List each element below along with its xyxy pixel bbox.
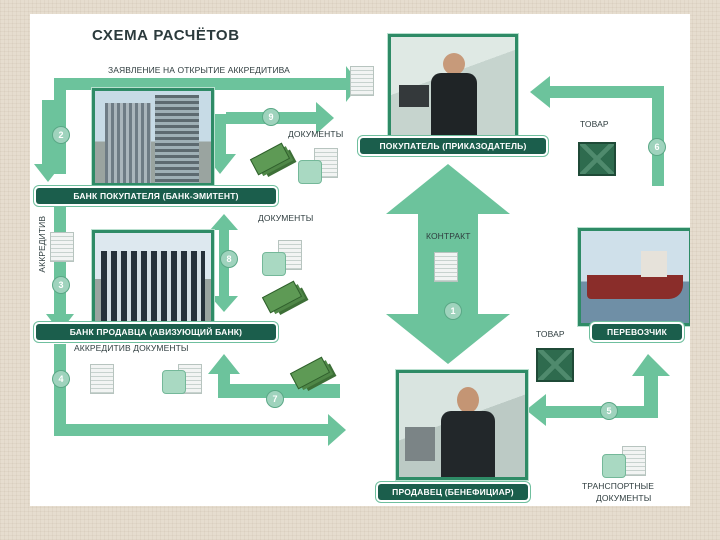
seal-icon (602, 454, 626, 478)
label-accreditive-docs: АККРЕДИТИВ ДОКУМЕНТЫ (74, 344, 189, 353)
diagram-panel: СХЕМА РАСЧЁТОВ ПОКУПАТЕЛЬ (ПРИКАЗОДАТЕЛЬ… (30, 14, 690, 506)
step-9: 9 (262, 108, 280, 126)
buyer-photo (388, 34, 518, 140)
step-4: 4 (52, 370, 70, 388)
cargo-box-icon (578, 142, 616, 176)
label-goods-1: ТОВАР (580, 120, 609, 129)
step-7: 7 (266, 390, 284, 408)
step-8: 8 (220, 250, 238, 268)
step-2: 2 (52, 126, 70, 144)
label-transport-docs-1: ТРАНСПОРТНЫЕ (582, 482, 654, 491)
seal-icon (298, 160, 322, 184)
step-1: 1 (444, 302, 462, 320)
buyer-bank-bar: БАНК ПОКУПАТЕЛЯ (БАНК-ЭМИТЕНТ) (36, 188, 276, 204)
step-5: 5 (600, 402, 618, 420)
document-icon (90, 364, 114, 394)
diagram-title: СХЕМА РАСЧЁТОВ (92, 28, 240, 43)
seller-bar: ПРОДАВЕЦ (БЕНЕФИЦИАР) (378, 484, 528, 500)
seller-photo (396, 370, 528, 480)
buyer-bar: ПОКУПАТЕЛЬ (ПРИКАЗОДАТЕЛЬ) (360, 138, 546, 154)
document-icon (350, 66, 374, 96)
document-icon (50, 232, 74, 262)
buyer-bank-photo (92, 88, 214, 186)
label-goods-2: ТОВАР (536, 330, 565, 339)
label-transport-docs-2: ДОКУМЕНТЫ (596, 494, 651, 503)
carrier-bar: ПЕРЕВОЗЧИК (592, 324, 682, 340)
arrow-step-3 (46, 202, 74, 332)
label-documents-1: ДОКУМЕНТЫ (288, 130, 343, 139)
step-3: 3 (52, 276, 70, 294)
step-6: 6 (648, 138, 666, 156)
seller-bank-photo (92, 230, 214, 328)
seal-icon (262, 252, 286, 276)
label-application: ЗАЯВЛЕНИЕ НА ОТКРЫТИЕ АККРЕДИТИВА (108, 66, 290, 75)
document-icon (434, 252, 458, 282)
seal-icon (162, 370, 186, 394)
label-accreditive-vertical: АККРЕДИТИВ (38, 216, 47, 273)
carrier-photo (578, 228, 690, 326)
label-contract: КОНТРАКТ (426, 232, 471, 241)
label-documents-2: ДОКУМЕНТЫ (258, 214, 313, 223)
seller-bank-bar: БАНК ПРОДАВЦА (АВИЗУЮЩИЙ БАНК) (36, 324, 276, 340)
cargo-box-icon (536, 348, 574, 382)
